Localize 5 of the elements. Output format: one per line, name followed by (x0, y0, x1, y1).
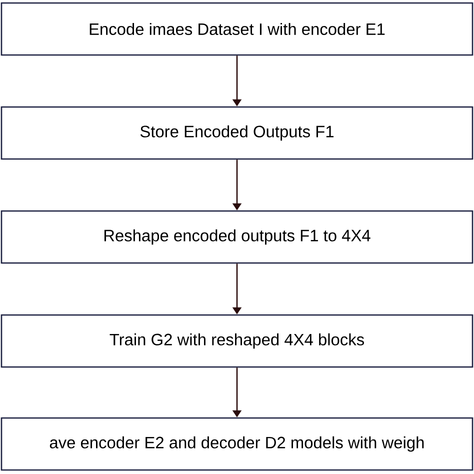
process-box: Train G2 with reshaped 4X4 blocks (0, 314, 474, 368)
process-box: Encode imaes Dataset I with encoder E1 (0, 2, 474, 56)
process-box: Reshape encoded outputs F1 to 4X4 (0, 210, 474, 264)
process-box: ave encoder E2 and decoder D2 models with weigh (0, 417, 474, 471)
process-box: Store Encoded Outputs F1 (0, 106, 474, 160)
